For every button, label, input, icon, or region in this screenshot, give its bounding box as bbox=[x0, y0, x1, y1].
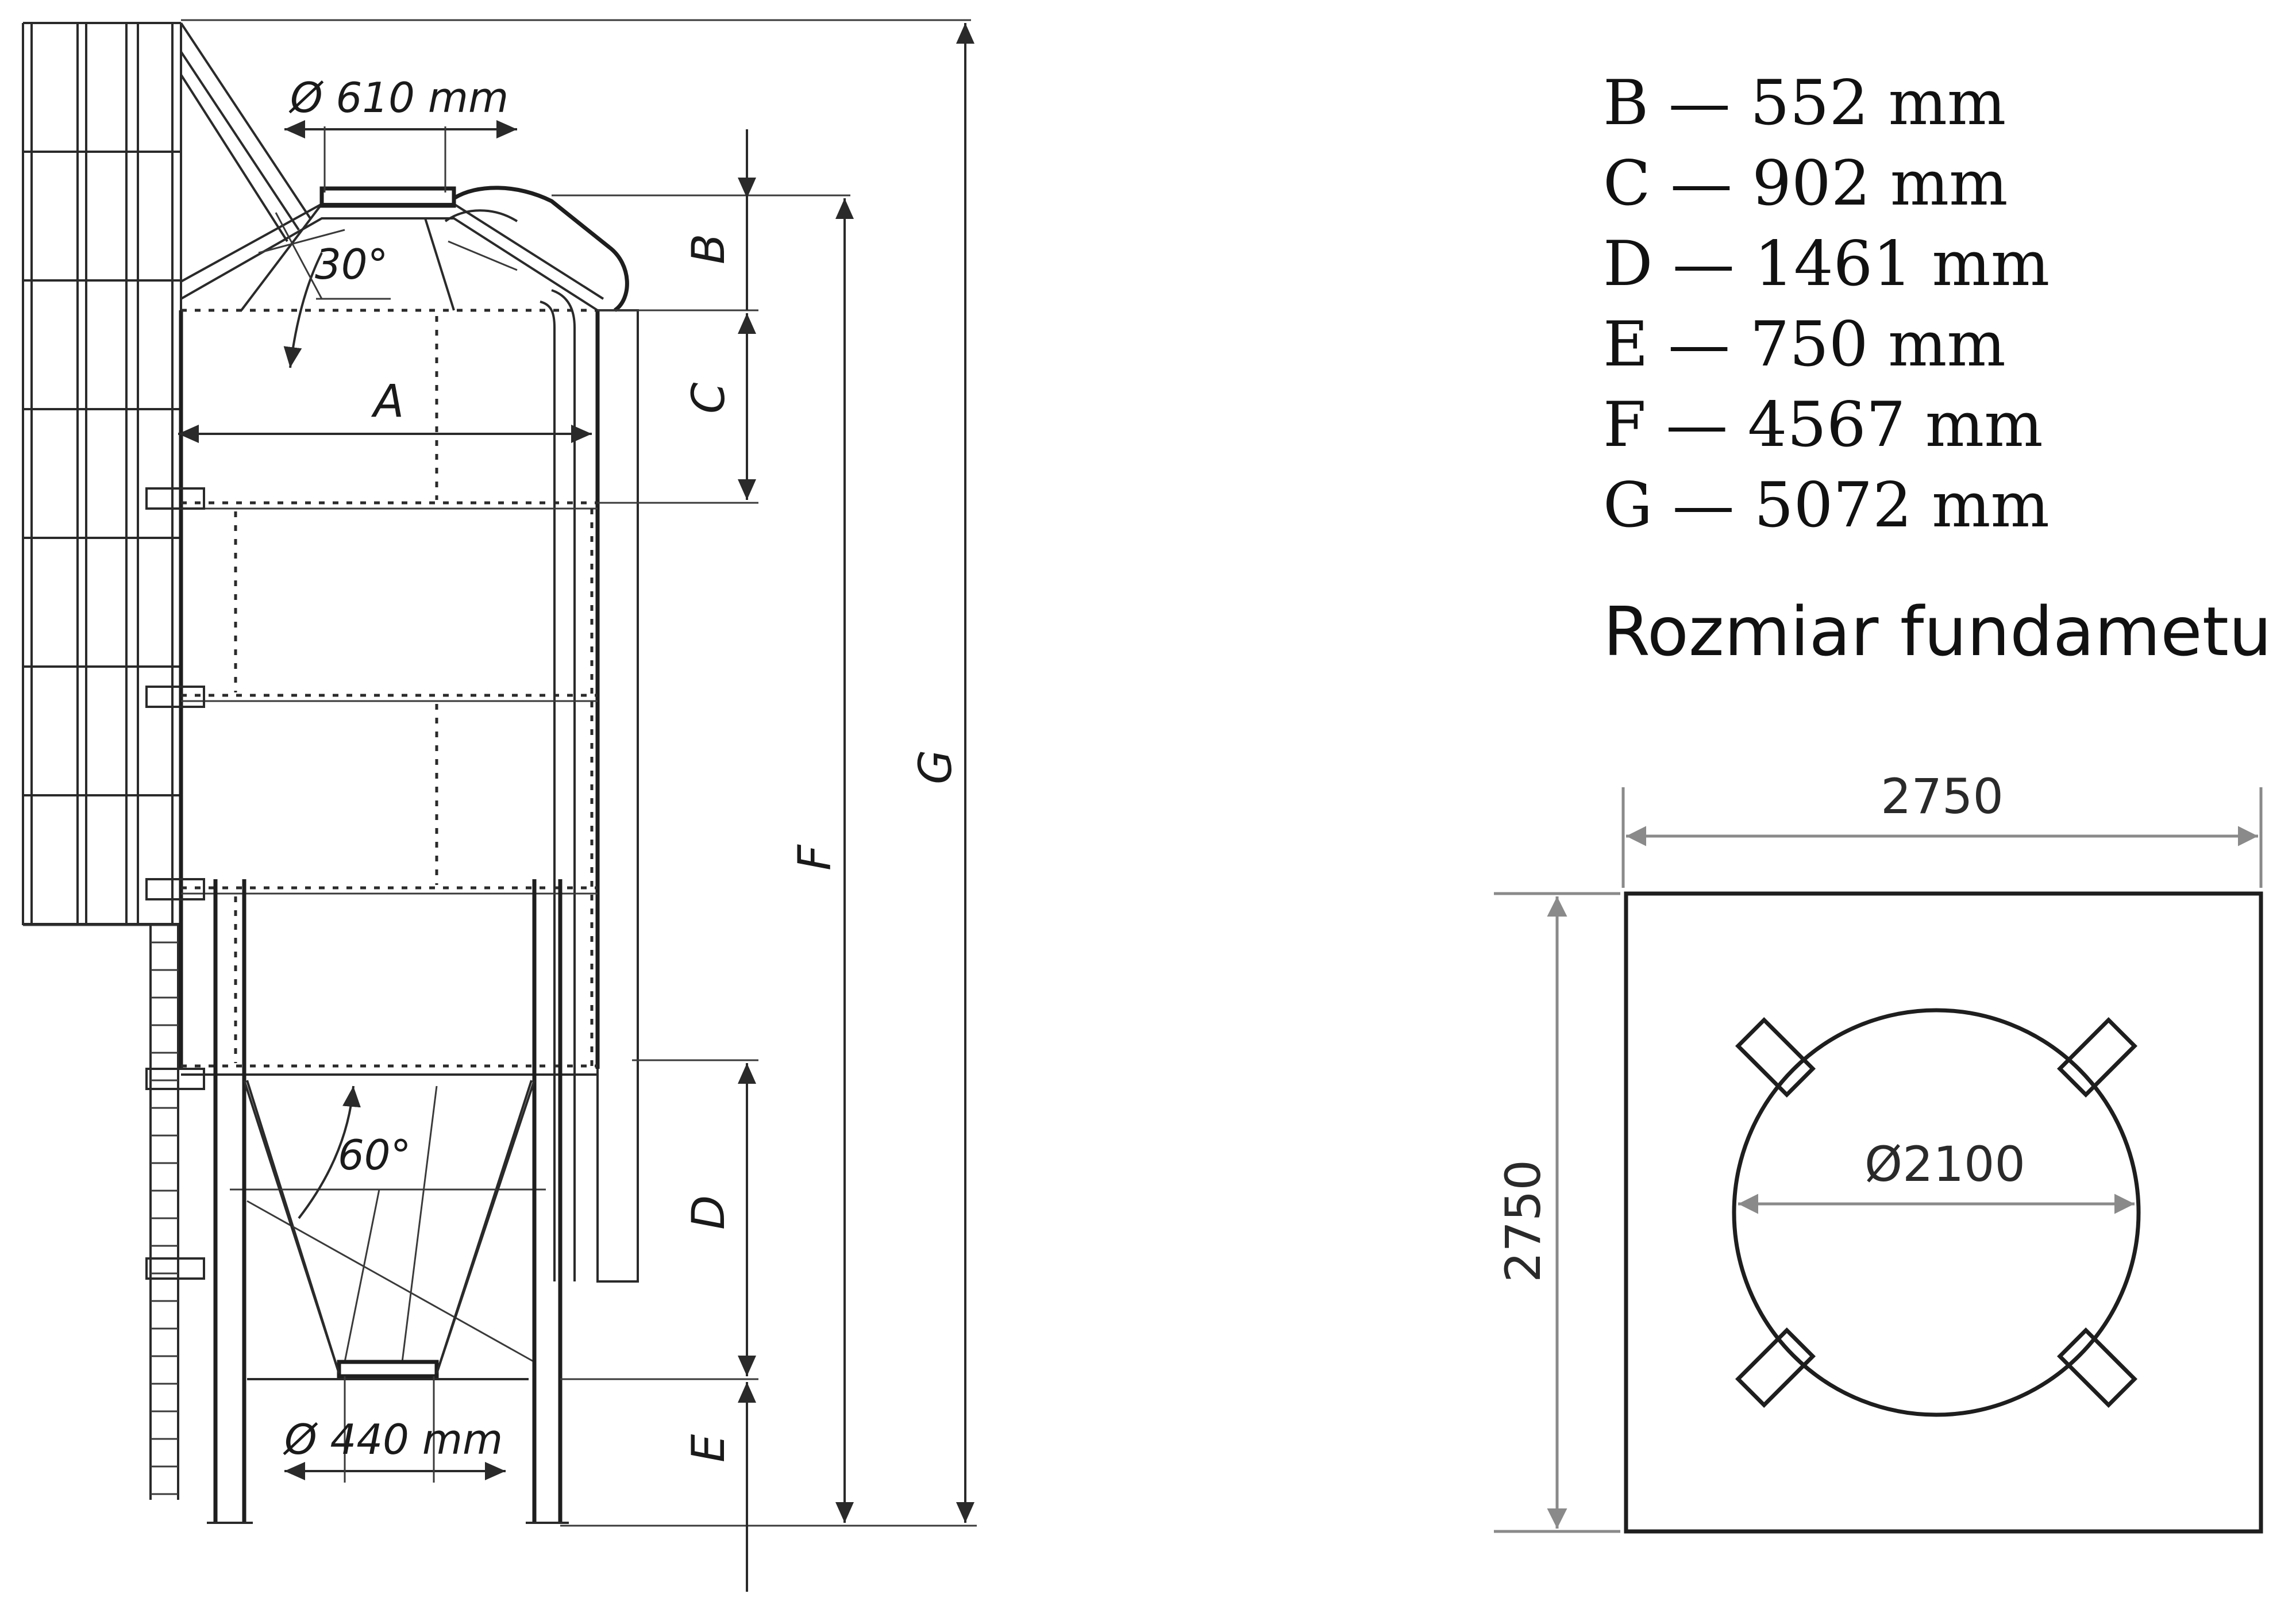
silo-dimensions: Ø 610 mm 30° 60° Ø 440 mm A B C D E F G bbox=[178, 19, 977, 1592]
foundation-plan: 2750 2750 Ø2100 bbox=[1494, 768, 2263, 1534]
dim-label-top-opening: Ø 610 mm bbox=[288, 74, 508, 122]
anchor-pad bbox=[1735, 1017, 1816, 1098]
legend-item-c: C — 902 mm bbox=[1603, 148, 2008, 220]
ladder-braces bbox=[180, 22, 311, 242]
dim-label-b: B bbox=[683, 233, 735, 264]
dimension-legend: B — 552 mm C — 902 mm D — 1461 mm E — 75… bbox=[1603, 63, 2050, 546]
anchor-pad bbox=[2056, 1017, 2138, 1098]
dim-label-roof-angle: 30° bbox=[315, 240, 388, 288]
dim-label-a: A bbox=[371, 376, 404, 428]
dim-label-f: F bbox=[789, 844, 841, 871]
foundation-title: Rozmiar fundametu bbox=[1603, 592, 2272, 671]
dim-label-d: D bbox=[683, 1195, 735, 1230]
foundation-height-label: 2750 bbox=[1495, 1160, 1551, 1283]
dim-label-c: C bbox=[683, 382, 735, 414]
dim-label-bottom-opening: Ø 440 mm bbox=[283, 1415, 503, 1464]
legend-item-b: B — 552 mm bbox=[1603, 67, 2006, 139]
foundation-square bbox=[1624, 891, 2263, 1534]
anchor-pad bbox=[1735, 1327, 1816, 1408]
foundation-diameter-label: Ø2100 bbox=[1864, 1136, 2025, 1192]
anchor-pad bbox=[2056, 1327, 2138, 1408]
legend-item-g: G — 5072 mm bbox=[1603, 469, 2050, 541]
legend-item-d: D — 1461 mm bbox=[1603, 228, 2050, 300]
dim-label-hopper-angle: 60° bbox=[338, 1131, 411, 1179]
legend-item-e: E — 750 mm bbox=[1603, 309, 2006, 380]
foundation-circle bbox=[1732, 1008, 2141, 1417]
legend-item-f: F — 4567 mm bbox=[1603, 389, 2043, 461]
ladder-cage bbox=[22, 22, 182, 926]
dim-label-e: E bbox=[683, 1434, 735, 1462]
dim-label-g: G bbox=[910, 750, 962, 784]
silo-body bbox=[145, 186, 639, 1524]
ladder-rails bbox=[149, 925, 179, 1500]
foundation-width-label: 2750 bbox=[1881, 768, 2004, 825]
